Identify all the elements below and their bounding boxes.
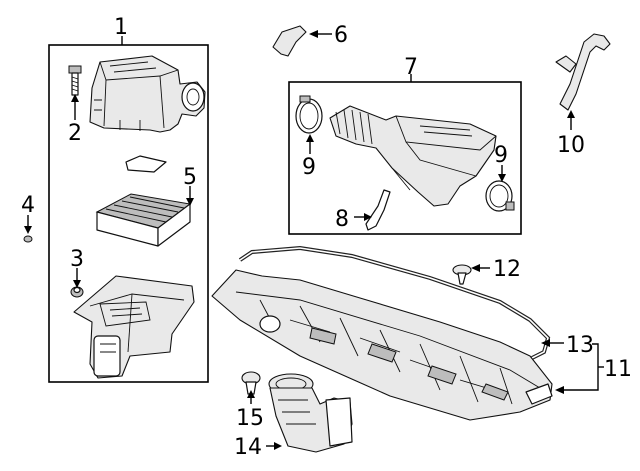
callout-3: 3 — [70, 247, 84, 272]
callout-6: 6 — [334, 23, 348, 48]
hose-clamp-left — [295, 95, 323, 134]
callout-13: 13 — [566, 333, 594, 358]
leader-lines — [24, 30, 604, 450]
retainer-clip — [241, 371, 261, 395]
callout-9-right: 9 — [494, 143, 508, 168]
lower-inlet-duct — [268, 373, 353, 453]
air-cleaner-upper-housing — [89, 55, 206, 133]
group-box-inlet-duct — [288, 81, 522, 235]
mounting-bracket — [272, 25, 307, 57]
push-clip — [23, 235, 33, 243]
callout-15: 15 — [236, 406, 264, 431]
duct-bracket — [365, 189, 391, 231]
air-cleaner-lower-housing — [73, 275, 195, 379]
callout-7: 7 — [404, 55, 418, 80]
callout-9-left: 9 — [302, 155, 316, 180]
callout-11: 11 — [604, 357, 632, 382]
inlet-duct — [329, 105, 497, 207]
callout-10: 10 — [557, 133, 585, 158]
air-filter-element — [95, 193, 192, 247]
gasket — [125, 155, 167, 173]
breather-hose-end — [555, 55, 577, 73]
callout-12: 12 — [493, 257, 521, 282]
group-box-air-cleaner — [48, 44, 209, 383]
callout-14: 14 — [234, 435, 262, 460]
callout-2: 2 — [68, 121, 82, 146]
callout-1: 1 — [114, 15, 128, 40]
callout-5: 5 — [183, 165, 197, 190]
callout-4: 4 — [21, 193, 35, 218]
push-pin — [452, 264, 472, 285]
callout-8: 8 — [335, 207, 349, 232]
breather-hose — [559, 33, 611, 111]
grommet — [70, 286, 84, 298]
air-deflector-tray — [211, 269, 553, 421]
hose-clamp-right — [485, 180, 515, 212]
bolt — [68, 65, 82, 96]
